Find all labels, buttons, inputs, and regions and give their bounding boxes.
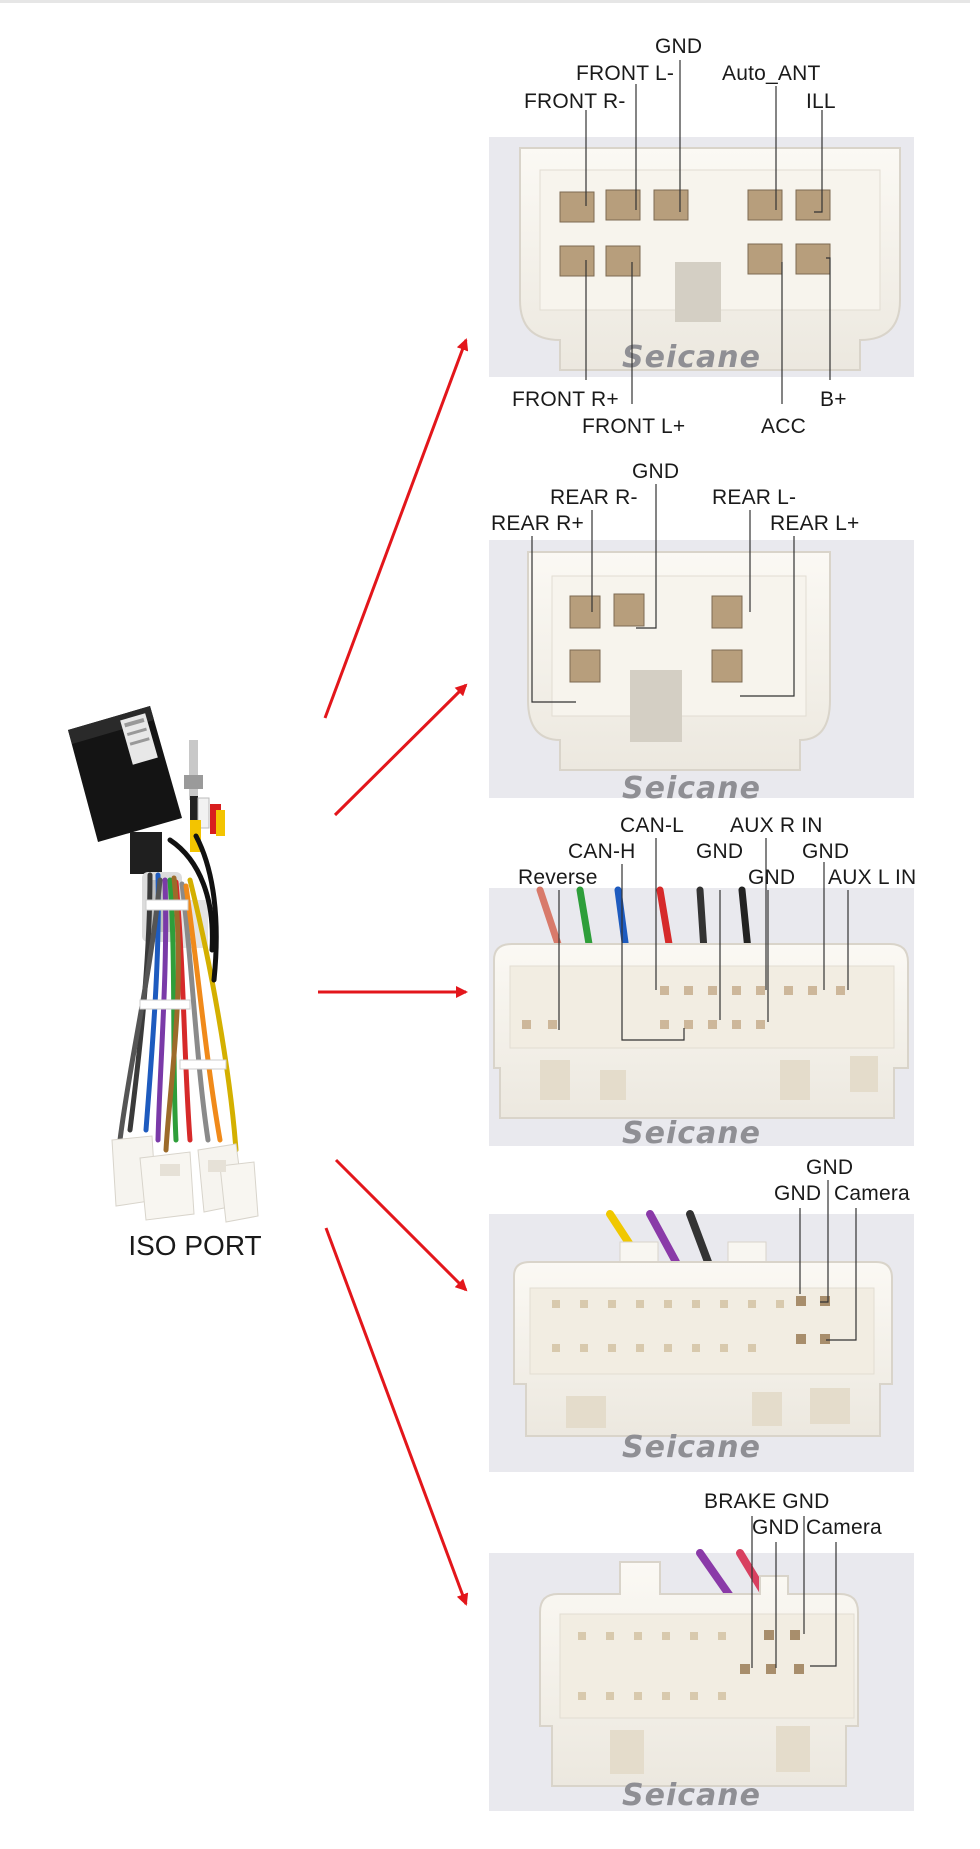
cable-ties — [139, 899, 227, 1070]
connector-3: Seicane CAN-L AUX R IN CAN-H GND GND Rev… — [489, 814, 916, 1151]
connector-3-label-reverse: Reverse — [518, 866, 598, 889]
connector-1-watermark: Seicane — [622, 340, 761, 375]
connector-5-label-brake-gnd: BRAKE GND — [704, 1490, 830, 1513]
top-divider — [0, 0, 970, 3]
antenna-plug — [184, 740, 203, 836]
connector-3-label-gnd-2: GND — [748, 866, 795, 889]
connector-1: Seicane GND FRONT L- FRONT R- Auto_ANT I… — [489, 35, 914, 438]
connector-5-watermark: Seicane — [622, 1778, 761, 1813]
connector-1-label-front-r-plus: FRONT R+ — [512, 388, 619, 411]
connector-2-label-rear-r-minus: REAR R- — [550, 486, 638, 509]
connector-1-label-front-r-minus: FRONT R- — [524, 90, 626, 113]
connector-3-label-can-h: CAN-H — [568, 840, 636, 863]
connector-2: Seicane GND REAR R- REAR R+ REAR L- REAR… — [489, 460, 914, 806]
connector-1-label-auto-ant: Auto_ANT — [722, 62, 820, 85]
connector-5-label-gnd: GND — [752, 1516, 799, 1539]
connector-5: Seicane BRAKE GND GND Camera — [489, 1490, 914, 1813]
connector-2-label-rear-l-plus: REAR L+ — [770, 512, 860, 535]
control-box — [68, 706, 182, 842]
connector-1-label-front-l-minus: FRONT L- — [576, 62, 674, 85]
connector-1-label-acc: ACC — [761, 415, 806, 438]
connector-4-label-gnd-2: GND — [774, 1182, 821, 1205]
connector-2-label-rear-l-minus: REAR L- — [712, 486, 796, 509]
connector-3-label-gnd-3: GND — [802, 840, 849, 863]
connector-5-photo — [489, 1553, 914, 1811]
connector-3-label-gnd-1: GND — [696, 840, 743, 863]
arrow-to-connector-2 — [333, 683, 468, 817]
wiring-harness-illustration — [68, 706, 259, 1223]
connector-4-photo — [489, 1214, 914, 1472]
connector-1-label-b-plus: B+ — [820, 388, 847, 411]
arrow-to-connector-5 — [324, 1227, 469, 1606]
connector-5-label-camera: Camera — [806, 1516, 882, 1539]
connector-4-label-gnd-1: GND — [806, 1156, 853, 1179]
arrows — [318, 338, 469, 1606]
connector-3-label-aux-l-in: AUX L IN — [828, 866, 916, 889]
connector-1-label-front-l-plus: FRONT L+ — [582, 415, 685, 438]
connector-3-photo — [489, 888, 914, 1146]
box-adapter — [130, 832, 208, 948]
connector-3-watermark: Seicane — [622, 1116, 761, 1151]
iso-port-label: ISO PORT — [128, 1230, 262, 1261]
connector-2-photo — [489, 540, 914, 798]
connector-2-label-gnd: GND — [632, 460, 679, 483]
arrow-to-connector-1 — [323, 338, 469, 719]
connector-3-label-can-l: CAN-L — [620, 814, 684, 837]
connector-3-label-aux-r-in: AUX R IN — [730, 814, 823, 837]
connector-1-photo — [489, 137, 914, 377]
connector-2-label-rear-r-plus: REAR R+ — [491, 512, 584, 535]
connector-4: Seicane GND GND Camera — [489, 1156, 914, 1472]
harness-connectors — [111, 1135, 259, 1223]
connector-2-watermark: Seicane — [622, 771, 761, 806]
connector-1-label-ill: ILL — [806, 90, 836, 113]
arrow-to-connector-4 — [334, 1158, 468, 1292]
wire-bundle — [117, 833, 239, 1153]
connector-4-watermark: Seicane — [622, 1430, 761, 1465]
rca-plugs — [190, 797, 225, 852]
connector-4-label-camera: Camera — [834, 1182, 910, 1205]
connector-1-label-gnd: GND — [655, 35, 702, 58]
